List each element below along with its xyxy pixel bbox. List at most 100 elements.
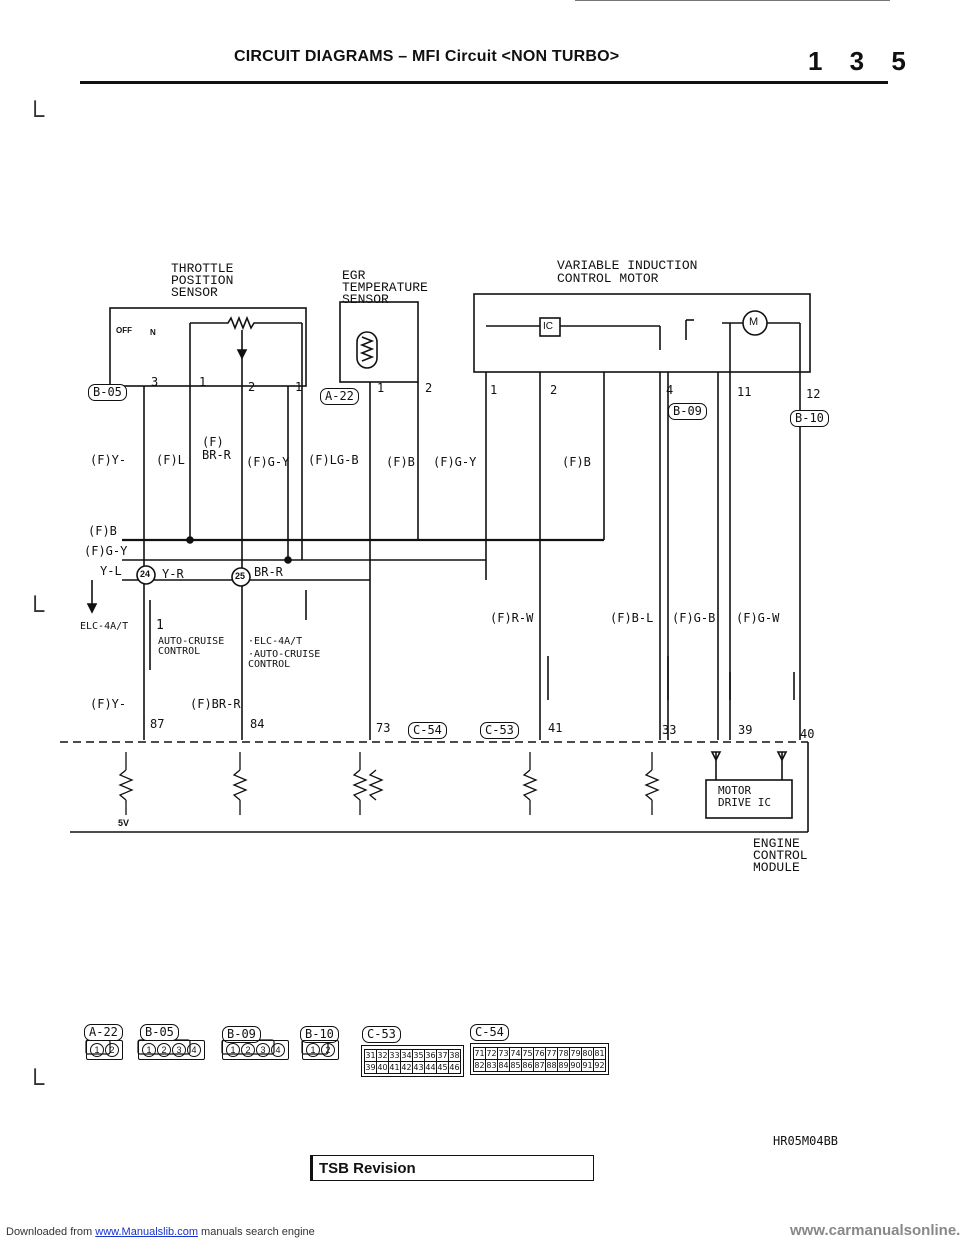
- variable-induction-control-motor-label: VARIABLE INDUCTION CONTROL MOTOR: [557, 258, 698, 286]
- pin-label: 87: [150, 717, 165, 731]
- pin: 32: [376, 1049, 389, 1062]
- splice-24: 24: [140, 569, 151, 579]
- pin: 1: [306, 1043, 320, 1057]
- connector-view-label: B-05: [140, 1024, 179, 1041]
- pin: 3: [256, 1043, 270, 1057]
- connector-view-label: B-09: [222, 1026, 261, 1043]
- ic-label: IC: [543, 321, 553, 332]
- connector-c54: C-54: [408, 722, 447, 739]
- pin: 82: [473, 1059, 486, 1072]
- margin-mark: └: [26, 595, 45, 625]
- pin: 45: [436, 1061, 449, 1074]
- connector-c54-pin-grid: 71 72 73 74 75 76 77 78 79 80 81 82 83 8…: [470, 1043, 609, 1075]
- wire-label: Y-L: [100, 564, 122, 578]
- pin: 86: [521, 1059, 534, 1072]
- pin: 2: [241, 1043, 255, 1057]
- wire-label: (F)LG-B: [308, 453, 359, 467]
- pin: 3: [172, 1043, 186, 1057]
- auto-cruise-label: AUTO-CRUISE CONTROL: [158, 636, 225, 657]
- pin: 2: [321, 1043, 335, 1057]
- header-rule: [80, 81, 888, 84]
- pin: 4: [271, 1043, 285, 1057]
- connector-view-label: A-22: [84, 1024, 123, 1041]
- motor-drive-ic-box: [705, 779, 793, 819]
- watermark: www.carmanualsonline.info: [790, 1222, 960, 1239]
- connector-b09: B-09: [668, 403, 707, 420]
- wire-label: (F)B: [88, 524, 117, 538]
- connector-a22-view: 1 2: [86, 1040, 123, 1060]
- pin: 41: [388, 1061, 401, 1074]
- margin-mark: └: [26, 100, 45, 130]
- pin: 83: [485, 1059, 498, 1072]
- n-label: N: [150, 328, 156, 337]
- wire-label: Y-R: [162, 567, 184, 581]
- variant-number: 1: [156, 618, 164, 633]
- wire-label: (F)G-Y: [246, 455, 290, 469]
- pin: 39: [364, 1061, 377, 1074]
- motor-symbol: M: [749, 316, 759, 328]
- pin: 80: [581, 1047, 594, 1060]
- pin-label: 1: [295, 380, 303, 394]
- pin-label: 84: [250, 717, 265, 731]
- page-title: CIRCUIT DIAGRAMS – MFI Circuit <NON TURB…: [234, 48, 620, 65]
- pin: 90: [569, 1059, 582, 1072]
- auto-cruise-label: ·AUTO-CRUISE CONTROL: [248, 649, 321, 670]
- pin-label: 39: [738, 723, 753, 737]
- connector-view-label: B-10: [300, 1026, 339, 1043]
- off-label: OFF: [116, 326, 132, 335]
- pin-label: 33: [662, 723, 677, 737]
- wire-label: (F)B: [562, 455, 591, 469]
- pin: 71: [473, 1047, 486, 1060]
- pin-label: 3: [151, 375, 159, 389]
- pin: 31: [364, 1049, 377, 1062]
- top-rule: [575, 0, 890, 1]
- footer-prefix: Downloaded from: [6, 1226, 93, 1238]
- pin: 2: [105, 1043, 119, 1057]
- pin: 38: [448, 1049, 461, 1062]
- pin: 72: [485, 1047, 498, 1060]
- motor-drive-ic-label: MOTOR DRIVE IC: [718, 784, 771, 809]
- pin: 85: [509, 1059, 522, 1072]
- connector-b09-view: 1 2 3 4: [222, 1040, 289, 1060]
- splice-25: 25: [235, 571, 246, 581]
- connector-c53: C-53: [480, 722, 519, 739]
- pin: 78: [557, 1047, 570, 1060]
- wire-label: (F)Y-: [90, 697, 127, 711]
- elc-variant-label: ·ELC-4A/T: [248, 636, 303, 647]
- footer-suffix: manuals search engine: [201, 1226, 315, 1238]
- pin-label: 2: [425, 381, 433, 395]
- tsb-revision-box: TSB Revision: [310, 1155, 594, 1181]
- pin-label: 11: [737, 385, 752, 399]
- pin: 2: [157, 1043, 171, 1057]
- connector-a22: A-22: [320, 388, 359, 405]
- pin: 75: [521, 1047, 534, 1060]
- pin: 91: [581, 1059, 594, 1072]
- pin: 87: [533, 1059, 546, 1072]
- wire-label: (F)R-W: [490, 611, 534, 625]
- manualslib-link[interactable]: www.Manualslib.com: [95, 1226, 198, 1238]
- pin: 79: [569, 1047, 582, 1060]
- wire-label: (F)G-Y: [84, 544, 128, 558]
- connector-b10-view: 1 2: [302, 1040, 339, 1060]
- pin: 84: [497, 1059, 510, 1072]
- pin-label: 73: [376, 721, 391, 735]
- pin-label: 4: [666, 383, 674, 397]
- pin: 76: [533, 1047, 546, 1060]
- pin-label: 1: [490, 383, 498, 397]
- pin-label: 41: [548, 721, 563, 735]
- wire-label: (F)B: [386, 455, 415, 469]
- pin: 74: [509, 1047, 522, 1060]
- pin: 92: [593, 1059, 606, 1072]
- wire-label: (F) BR-R: [202, 435, 231, 462]
- 5v-label: 5V: [118, 818, 130, 828]
- pin: 77: [545, 1047, 558, 1060]
- pin-label: 2: [550, 383, 558, 397]
- pin-label: 2: [248, 380, 256, 394]
- throttle-sensor-box: [109, 307, 307, 387]
- pin-label: 1: [199, 375, 207, 389]
- vic-motor-box: [473, 293, 811, 373]
- egr-sensor-box: [339, 301, 419, 383]
- pin: 36: [424, 1049, 437, 1062]
- wire-label: (F)L: [156, 453, 185, 467]
- pin: 81: [593, 1047, 606, 1060]
